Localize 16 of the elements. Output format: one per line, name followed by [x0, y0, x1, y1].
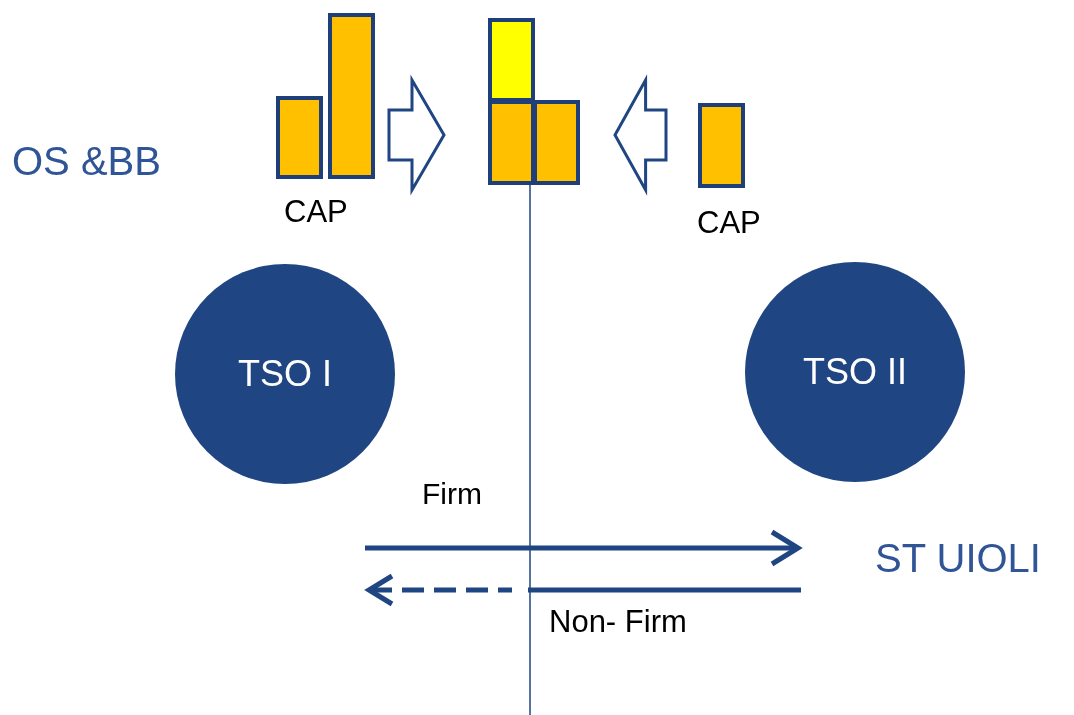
bar-block — [488, 100, 535, 185]
bar-block — [276, 96, 323, 179]
block-arrow — [613, 74, 668, 196]
node-label: TSO II — [803, 351, 907, 393]
bar-block — [533, 100, 580, 185]
arrow-label: Non- Firm — [549, 606, 687, 637]
section-heading: ST UIOLI — [875, 538, 1041, 578]
bar-block — [328, 13, 375, 179]
axis-label: CAP — [284, 196, 348, 227]
arrow-label: Firm — [422, 479, 482, 509]
bar-block — [698, 103, 745, 188]
section-heading: OS &BB — [12, 141, 161, 181]
axis-label: CAP — [697, 207, 761, 238]
bar-block — [488, 18, 535, 102]
node-label: TSO I — [238, 353, 332, 395]
block-arrow — [387, 74, 446, 196]
